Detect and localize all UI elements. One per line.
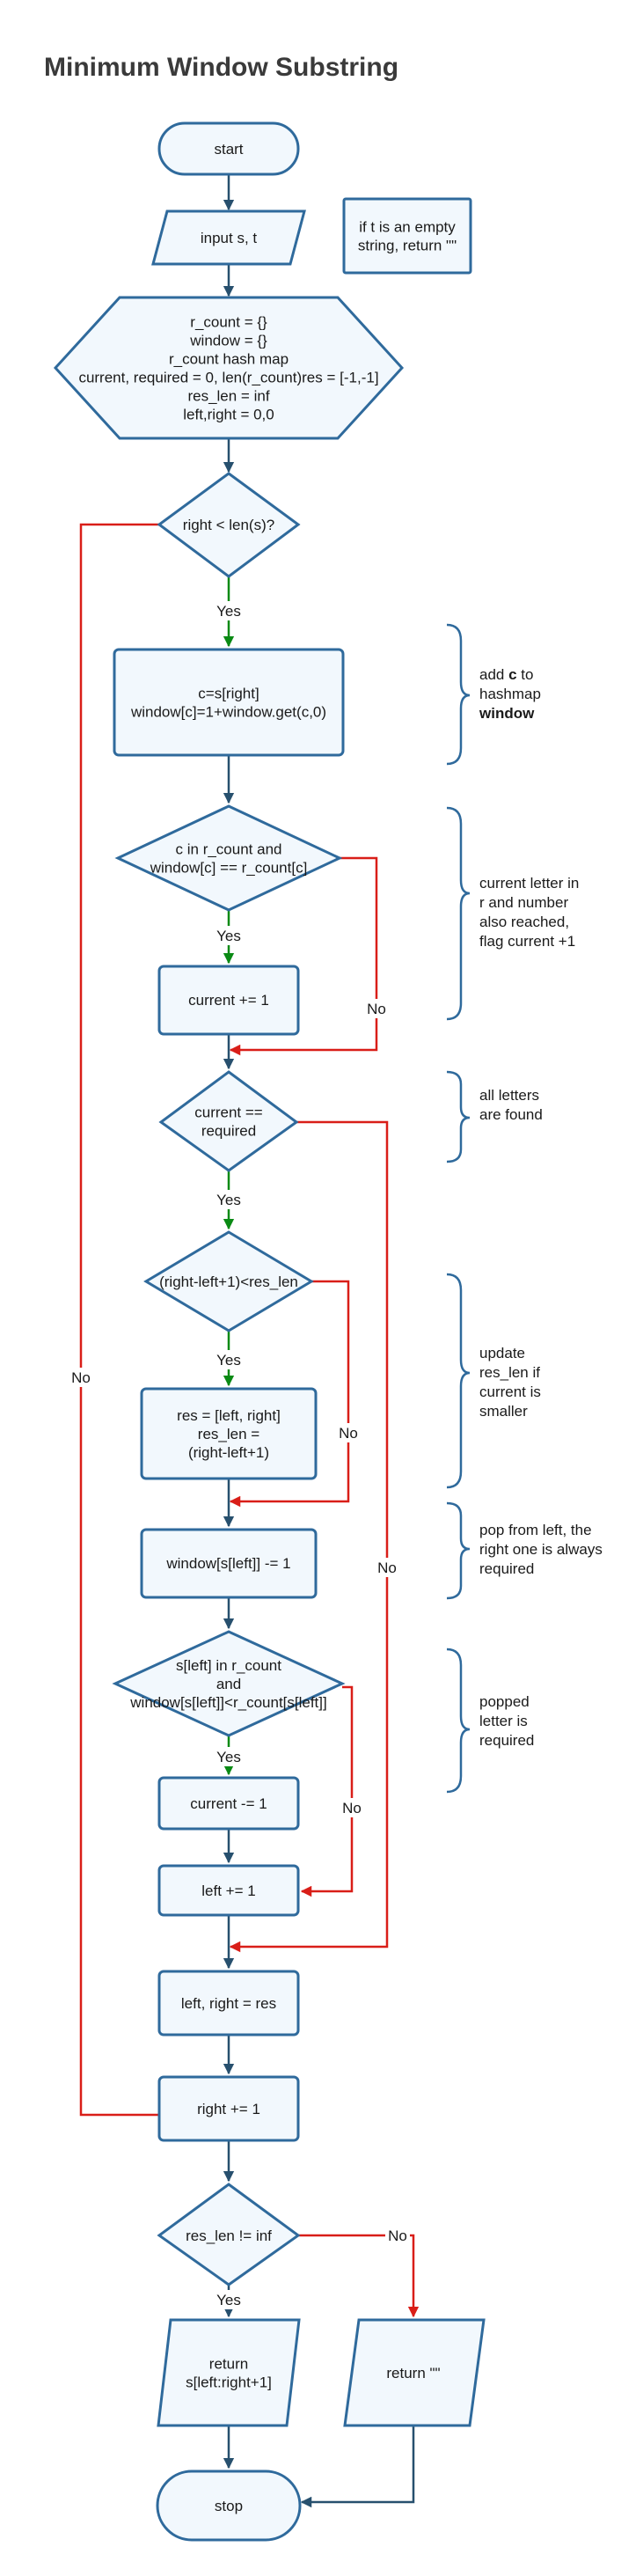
- return-empty-node: return "": [343, 2318, 486, 2427]
- brace-update-len: [446, 1273, 471, 1489]
- edge-empty-stop: [300, 2426, 415, 2508]
- svg-text:Yes: Yes: [216, 1749, 241, 1765]
- cond-smaller-node: (right-left+1)<res_len: [143, 1230, 314, 1332]
- brace-current-letter: [446, 806, 471, 1021]
- svg-text:No: No: [367, 1001, 386, 1017]
- svg-text:current -= 1: current -= 1: [190, 1795, 267, 1812]
- label-yes-right: Yes: [214, 601, 244, 620]
- svg-text:current += 1: current += 1: [188, 992, 269, 1009]
- cond-inf-node: res_len != inf: [157, 2183, 301, 2286]
- svg-text:No: No: [342, 1800, 362, 1816]
- inc-current-node: current += 1: [157, 965, 300, 1036]
- pop-left-node: window[s[left]] -= 1: [140, 1528, 318, 1599]
- edge-no-found: [229, 1120, 389, 1953]
- edge-no-required: [300, 1685, 354, 1897]
- svg-text:No: No: [377, 1560, 397, 1576]
- svg-text:Yes: Yes: [216, 2292, 241, 2308]
- inc-right-node: right += 1: [157, 2075, 300, 2142]
- brace-all-found: [446, 1070, 471, 1163]
- label-no-smaller: No: [336, 1423, 361, 1442]
- label-no-found: No: [375, 1558, 399, 1577]
- label-yes-match: Yes: [214, 926, 244, 945]
- chart-title: Minimum Window Substring: [44, 53, 398, 82]
- svg-text:stop: stop: [215, 2498, 243, 2514]
- cond-right-node: right < len(s)?: [157, 472, 301, 578]
- label-no-right: No: [69, 1368, 93, 1387]
- svg-text:(right-left+1)<res_len: (right-left+1)<res_len: [159, 1273, 298, 1290]
- svg-text:No: No: [71, 1369, 91, 1386]
- stop-node: stop: [156, 2470, 302, 2542]
- label-yes-required: Yes: [214, 1747, 244, 1766]
- svg-text:Yes: Yes: [216, 1352, 241, 1369]
- svg-text:start: start: [214, 141, 243, 158]
- dec-current-node: current -= 1: [157, 1776, 300, 1831]
- start-node: start: [157, 121, 300, 176]
- label-no-match: No: [364, 999, 389, 1018]
- svg-text:right < len(s)?: right < len(s)?: [183, 517, 274, 533]
- svg-text:No: No: [388, 2227, 407, 2244]
- edge-no-inf: [298, 2234, 420, 2318]
- svg-text:No: No: [339, 1425, 358, 1442]
- update-res-node: res = [left, right]res_len =(right-left+…: [140, 1387, 318, 1480]
- label-yes-inf: Yes: [214, 2290, 244, 2309]
- cond-found-node: current ==required: [158, 1070, 299, 1172]
- edge-no-match: [229, 856, 378, 1056]
- edge-no-right: [79, 523, 229, 2121]
- svg-text:Yes: Yes: [216, 603, 241, 620]
- label-no-required: No: [340, 1798, 364, 1817]
- svg-text:left, right = res: left, right = res: [181, 1995, 276, 2012]
- svg-text:c=s[right]window[c]=1+window.g: c=s[right]window[c]=1+window.get(c,0): [130, 686, 326, 721]
- label-no-inf: No: [385, 2226, 410, 2245]
- svg-text:return "": return "": [386, 2365, 440, 2382]
- svg-text:right += 1: right += 1: [197, 2101, 260, 2117]
- svg-text:left += 1: left += 1: [201, 1882, 255, 1899]
- label-yes-found: Yes: [214, 1190, 244, 1209]
- edge-no-smaller: [229, 1280, 350, 1508]
- brace-popped: [446, 1648, 471, 1794]
- add-char-node: c=s[right]window[c]=1+window.get(c,0): [113, 648, 345, 757]
- svg-text:current ==required: current ==required: [194, 1105, 263, 1140]
- svg-text:window[s[left]] -= 1: window[s[left]] -= 1: [165, 1555, 290, 1572]
- svg-text:r_count = {}window = {}r_count: r_count = {}window = {}r_count hash mapc…: [78, 314, 378, 423]
- inc-left-node: left += 1: [157, 1864, 300, 1917]
- svg-text:res = [left, right]res_len =(r: res = [left, right]res_len =(right-left+…: [177, 1407, 281, 1461]
- svg-text:Yes: Yes: [216, 928, 241, 944]
- svg-text:res_len != inf: res_len != inf: [186, 2227, 272, 2244]
- set-res-node: left, right = res: [157, 1970, 300, 2037]
- brace-pop: [446, 1501, 471, 1600]
- svg-text:input s, t: input s, t: [201, 230, 258, 246]
- brace-add-c: [446, 623, 471, 766]
- svg-text:Yes: Yes: [216, 1192, 241, 1208]
- input-node: input s, t: [151, 209, 306, 266]
- label-yes-smaller: Yes: [214, 1350, 244, 1369]
